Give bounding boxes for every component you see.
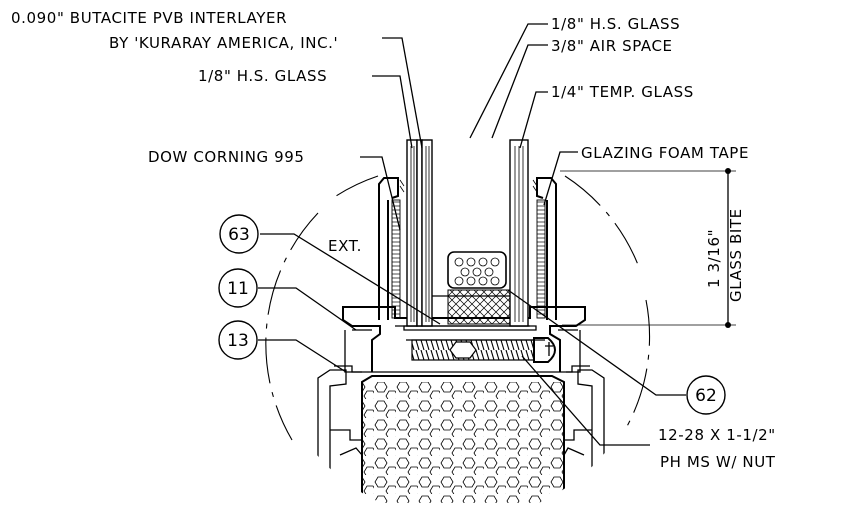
hex-nut xyxy=(449,341,477,359)
sealant-label: DOW CORNING 995 xyxy=(148,148,305,166)
detail-boundary-circle xyxy=(265,175,651,441)
interlayer-label-line2: BY 'KURARAY AMERICA, INC.' xyxy=(109,34,338,52)
annotations: 0.090" BUTACITE PVB INTERLAYER BY 'KURAR… xyxy=(11,9,776,471)
temp-glass-label: 1/4" TEMP. GLASS xyxy=(551,83,694,101)
air-space-label: 3/8" AIR SPACE xyxy=(551,37,673,55)
foam-tape-strip xyxy=(536,199,546,319)
part-tag-62: 62 xyxy=(686,375,726,415)
exterior-label: EXT. xyxy=(328,237,362,255)
foam-tape-label: GLAZING FOAM TAPE xyxy=(581,144,749,162)
part-tag-11: 11 xyxy=(218,268,258,308)
machine-screw xyxy=(411,337,556,363)
secondary-seal xyxy=(447,289,511,325)
interlayer-label-line1: 0.090" BUTACITE PVB INTERLAYER xyxy=(11,9,287,27)
dimension-label: 1 3/16" xyxy=(705,229,723,288)
glazing-pocket xyxy=(378,177,557,320)
tag-11-text: 11 xyxy=(227,279,249,299)
sealant-bead xyxy=(391,199,401,319)
tag-63-text: 63 xyxy=(228,225,250,245)
thermal-fill-hatch xyxy=(362,382,564,508)
desiccant-beads xyxy=(454,257,500,286)
insulated-glass-unit xyxy=(403,139,537,331)
tag-13-text: 13 xyxy=(227,331,249,351)
tag-62-text: 62 xyxy=(695,386,717,406)
part-tag-13: 13 xyxy=(218,320,258,360)
part-tag-63: 63 xyxy=(219,214,259,254)
screw-spec-line2: PH MS W/ NUT xyxy=(660,453,776,471)
glass-bite-label: GLASS BITE xyxy=(727,208,745,302)
hs-glass-left-label: 1/8" H.S. GLASS xyxy=(198,67,327,85)
hs-glass-top-label: 1/8" H.S. GLASS xyxy=(551,15,680,33)
spacer-bar xyxy=(447,251,507,289)
leader-lines xyxy=(258,23,686,446)
screw-spec-line1: 12-28 X 1-1/2" xyxy=(658,426,776,444)
glass-bite-dimension: 1 3/16" GLASS BITE xyxy=(560,168,745,328)
lower-frame-extrusion xyxy=(317,365,605,508)
